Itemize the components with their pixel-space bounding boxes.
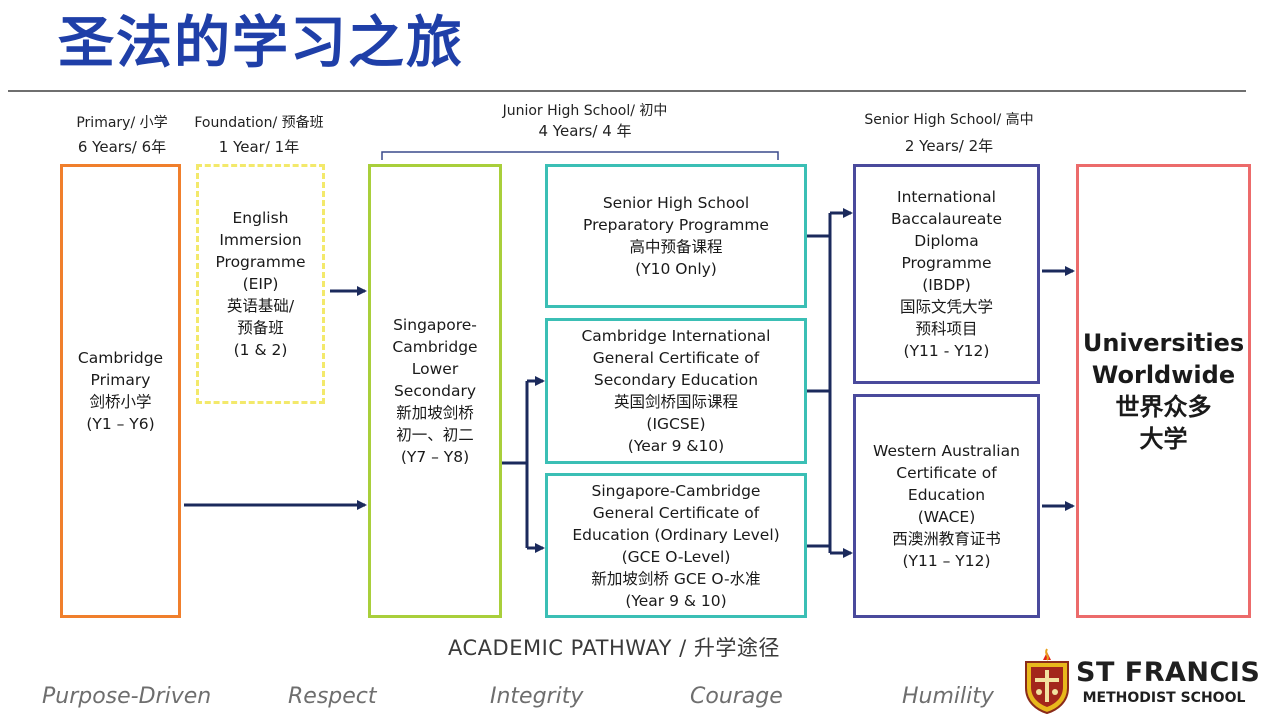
box-text: Diploma [914, 232, 979, 250]
box-text: Cambridge [392, 338, 478, 356]
box-text: 预备班 [237, 319, 284, 337]
box-text: (Year 9 & 10) [625, 591, 727, 610]
box-olevel: Singapore-Cambridge General Certificate … [545, 473, 807, 618]
box-text: (EIP) [242, 275, 279, 293]
school-name: ST FRANCIS METHODIST SCHOOL [1076, 657, 1261, 707]
box-text: Universities [1082, 329, 1245, 357]
box-text: 大学 [1139, 425, 1188, 453]
header-senior-title: Senior High School/ 高中 [864, 112, 1034, 128]
box-text: (Y11 – Y12) [902, 552, 991, 570]
box-text: (Y1 – Y6) [86, 415, 155, 433]
box-text: Worldwide [1091, 361, 1236, 389]
box-text: 国际文凭大学 [899, 298, 993, 316]
box-text: Singapore- [393, 316, 477, 334]
box-text: Secondary Education [593, 371, 759, 389]
box-text: International [897, 188, 996, 206]
box-text: (Y11 - Y12) [903, 342, 990, 360]
box-ibdp: International Baccalaureate Diploma Prog… [853, 164, 1040, 384]
school-name-line1: ST FRANCIS [1076, 657, 1261, 688]
box-text: (1 & 2) [233, 341, 288, 359]
box-text: 新加坡剑桥 [396, 404, 474, 422]
box-text: Senior High School [602, 194, 750, 212]
box-text: General Certificate of [592, 349, 760, 367]
box-text: 世界众多 [1115, 393, 1212, 421]
box-universities: Universities Worldwide 世界众多 大学 [1076, 164, 1251, 618]
box-text: (WACE) [917, 508, 976, 526]
box-text: Education (Ordinary Level) [572, 525, 780, 544]
box-text: Lower [411, 360, 459, 378]
header-senior: Senior High School/ 高中 2 Years/ 2年 [845, 110, 1053, 156]
box-text: (IBDP) [922, 276, 971, 294]
header-junior-title: Junior High School/ 初中 [502, 103, 668, 119]
page-title: 圣法的学习之旅 [58, 11, 464, 76]
school-crest-icon [1025, 648, 1069, 714]
box-text: 剑桥小学 [89, 393, 152, 411]
box-text: Baccalaureate [891, 210, 1002, 228]
value-purpose-driven: Purpose-Driven [42, 684, 212, 709]
header-foundation: Foundation/ 预备班 1 Year/ 1年 [180, 113, 338, 157]
box-igcse: Cambridge International General Certific… [545, 318, 807, 464]
junior-bracket [381, 151, 779, 160]
box-text: 英国剑桥国际课程 [613, 393, 738, 411]
box-text: (GCE O-Level) [621, 547, 731, 566]
value-courage: Courage [690, 684, 783, 709]
header-primary: Primary/ 小学 6 Years/ 6年 [52, 113, 192, 157]
box-text: (Y7 – Y8) [400, 448, 470, 466]
box-text: Cambridge [77, 349, 164, 367]
header-junior: Junior High School/ 初中 4 Years/ 4 年 [470, 101, 700, 141]
box-text: Cambridge International [581, 327, 771, 345]
box-text: Programme [215, 253, 306, 271]
header-foundation-duration: 1 Year/ 1年 [218, 138, 300, 156]
school-name-line2: METHODIST SCHOOL [1082, 690, 1246, 706]
title-divider [8, 90, 1246, 92]
value-respect: Respect [288, 684, 377, 709]
box-text: Secondary [393, 382, 477, 400]
box-text: (IGCSE) [646, 415, 706, 433]
box-text: Immersion [219, 231, 302, 249]
box-text: Primary [90, 371, 151, 389]
header-senior-duration: 2 Years/ 2年 [904, 137, 994, 155]
box-text: Education [907, 486, 986, 504]
box-wace: Western Australian Certificate of Educat… [853, 394, 1040, 618]
box-text: (Y10 Only) [635, 260, 717, 278]
value-integrity: Integrity [490, 684, 584, 709]
academic-pathway-label: ACADEMIC PATHWAY / 升学途径 [448, 636, 780, 660]
header-primary-title: Primary/ 小学 [76, 115, 168, 131]
box-text: Programme [901, 254, 992, 272]
box-text: 高中预备课程 [629, 238, 723, 256]
box-text: Certificate of [896, 464, 997, 482]
header-primary-duration: 6 Years/ 6年 [77, 138, 167, 156]
box-text: 新加坡剑桥 GCE O-水准 [591, 569, 761, 588]
box-text: (Year 9 &10) [627, 437, 725, 455]
box-eip: English Immersion Programme (EIP) 英语基础/ … [196, 164, 325, 404]
box-text: 英语基础/ [226, 297, 295, 315]
header-junior-duration: 4 Years/ 4 年 [538, 122, 632, 140]
box-text: English [232, 209, 289, 227]
box-cambridge-primary: Cambridge Primary 剑桥小学 (Y1 – Y6) [60, 164, 181, 618]
box-lower-secondary: Singapore- Cambridge Lower Secondary 新加坡… [368, 164, 502, 618]
box-text: 初一、初二 [396, 426, 474, 444]
box-text: 西澳洲教育证书 [892, 530, 1001, 548]
box-senior-prep: Senior High School Preparatory Programme… [545, 164, 807, 308]
box-text: 预科项目 [915, 320, 978, 338]
header-foundation-title: Foundation/ 预备班 [194, 115, 324, 131]
box-text: General Certificate of [592, 503, 760, 522]
value-humility: Humility [902, 684, 994, 709]
box-text: Preparatory Programme [583, 216, 769, 234]
box-text: Western Australian [873, 442, 1020, 460]
box-text: Singapore-Cambridge [591, 481, 761, 500]
